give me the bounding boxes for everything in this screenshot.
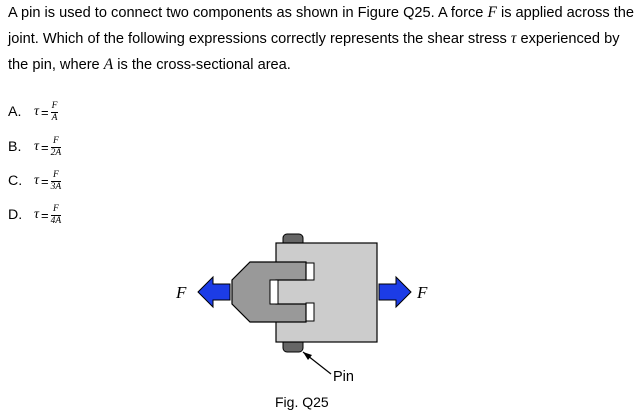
force-label-right: F [417, 283, 428, 302]
force-arrow-left [197, 275, 231, 309]
tau-symbol: τ [34, 173, 40, 188]
fraction: F A [50, 101, 59, 123]
pin-label: Pin [333, 369, 354, 385]
denominator: 3A [50, 182, 62, 192]
option-c[interactable]: C. τ = F 3A [8, 166, 62, 196]
question-text: A pin is used to connect two components … [8, 0, 636, 78]
force-variable: F [487, 4, 497, 21]
fraction-bar [50, 180, 62, 182]
option-letter: A. [8, 104, 22, 120]
option-a[interactable]: A. τ = F A [8, 97, 59, 127]
right-slot-top [305, 262, 315, 281]
question-text-part: is applied across the joint. Which of th… [8, 5, 635, 47]
denominator: A [51, 113, 58, 123]
tau-variable: τ [510, 30, 517, 47]
pin-body [269, 279, 279, 305]
option-letter: C. [8, 173, 23, 189]
force-arrow-right [378, 275, 412, 309]
fraction-bar [50, 146, 62, 148]
numerator: F [52, 136, 59, 146]
fraction: F 4A [50, 204, 62, 226]
fraction: F 2A [50, 136, 62, 158]
figure-caption: Fig. Q25 [275, 394, 329, 410]
area-variable: A [103, 56, 114, 73]
force-label-left: F [176, 283, 187, 302]
right-slot-bottom [305, 302, 315, 322]
numerator: F [52, 170, 59, 180]
left-component [231, 261, 307, 323]
question-text-part: A pin is used to connect two components … [8, 5, 488, 21]
tau-symbol: τ [34, 104, 40, 119]
denominator: 4A [50, 216, 62, 226]
equals-sign: = [41, 104, 49, 120]
equals-sign: = [41, 173, 49, 189]
tau-symbol: τ [34, 207, 40, 222]
fraction-bar [50, 214, 62, 216]
question-text-part: is the cross-sectional area. [113, 57, 291, 73]
numerator: F [52, 204, 59, 214]
fraction: F 3A [50, 170, 62, 192]
equals-sign: = [41, 207, 49, 223]
pin-leader-arrowhead [303, 352, 312, 360]
option-b[interactable]: B. τ = F 2A [8, 132, 62, 162]
right-component [275, 242, 378, 343]
option-d[interactable]: D. τ = F 4A [8, 200, 62, 230]
fraction-bar [50, 111, 59, 113]
equals-sign: = [41, 139, 49, 155]
option-letter: B. [8, 139, 22, 155]
denominator: 2A [50, 148, 62, 158]
option-letter: D. [8, 207, 23, 223]
numerator: F [51, 101, 58, 111]
question-text-part: experienced by the pin, where [8, 31, 620, 73]
tau-symbol: τ [34, 139, 40, 154]
